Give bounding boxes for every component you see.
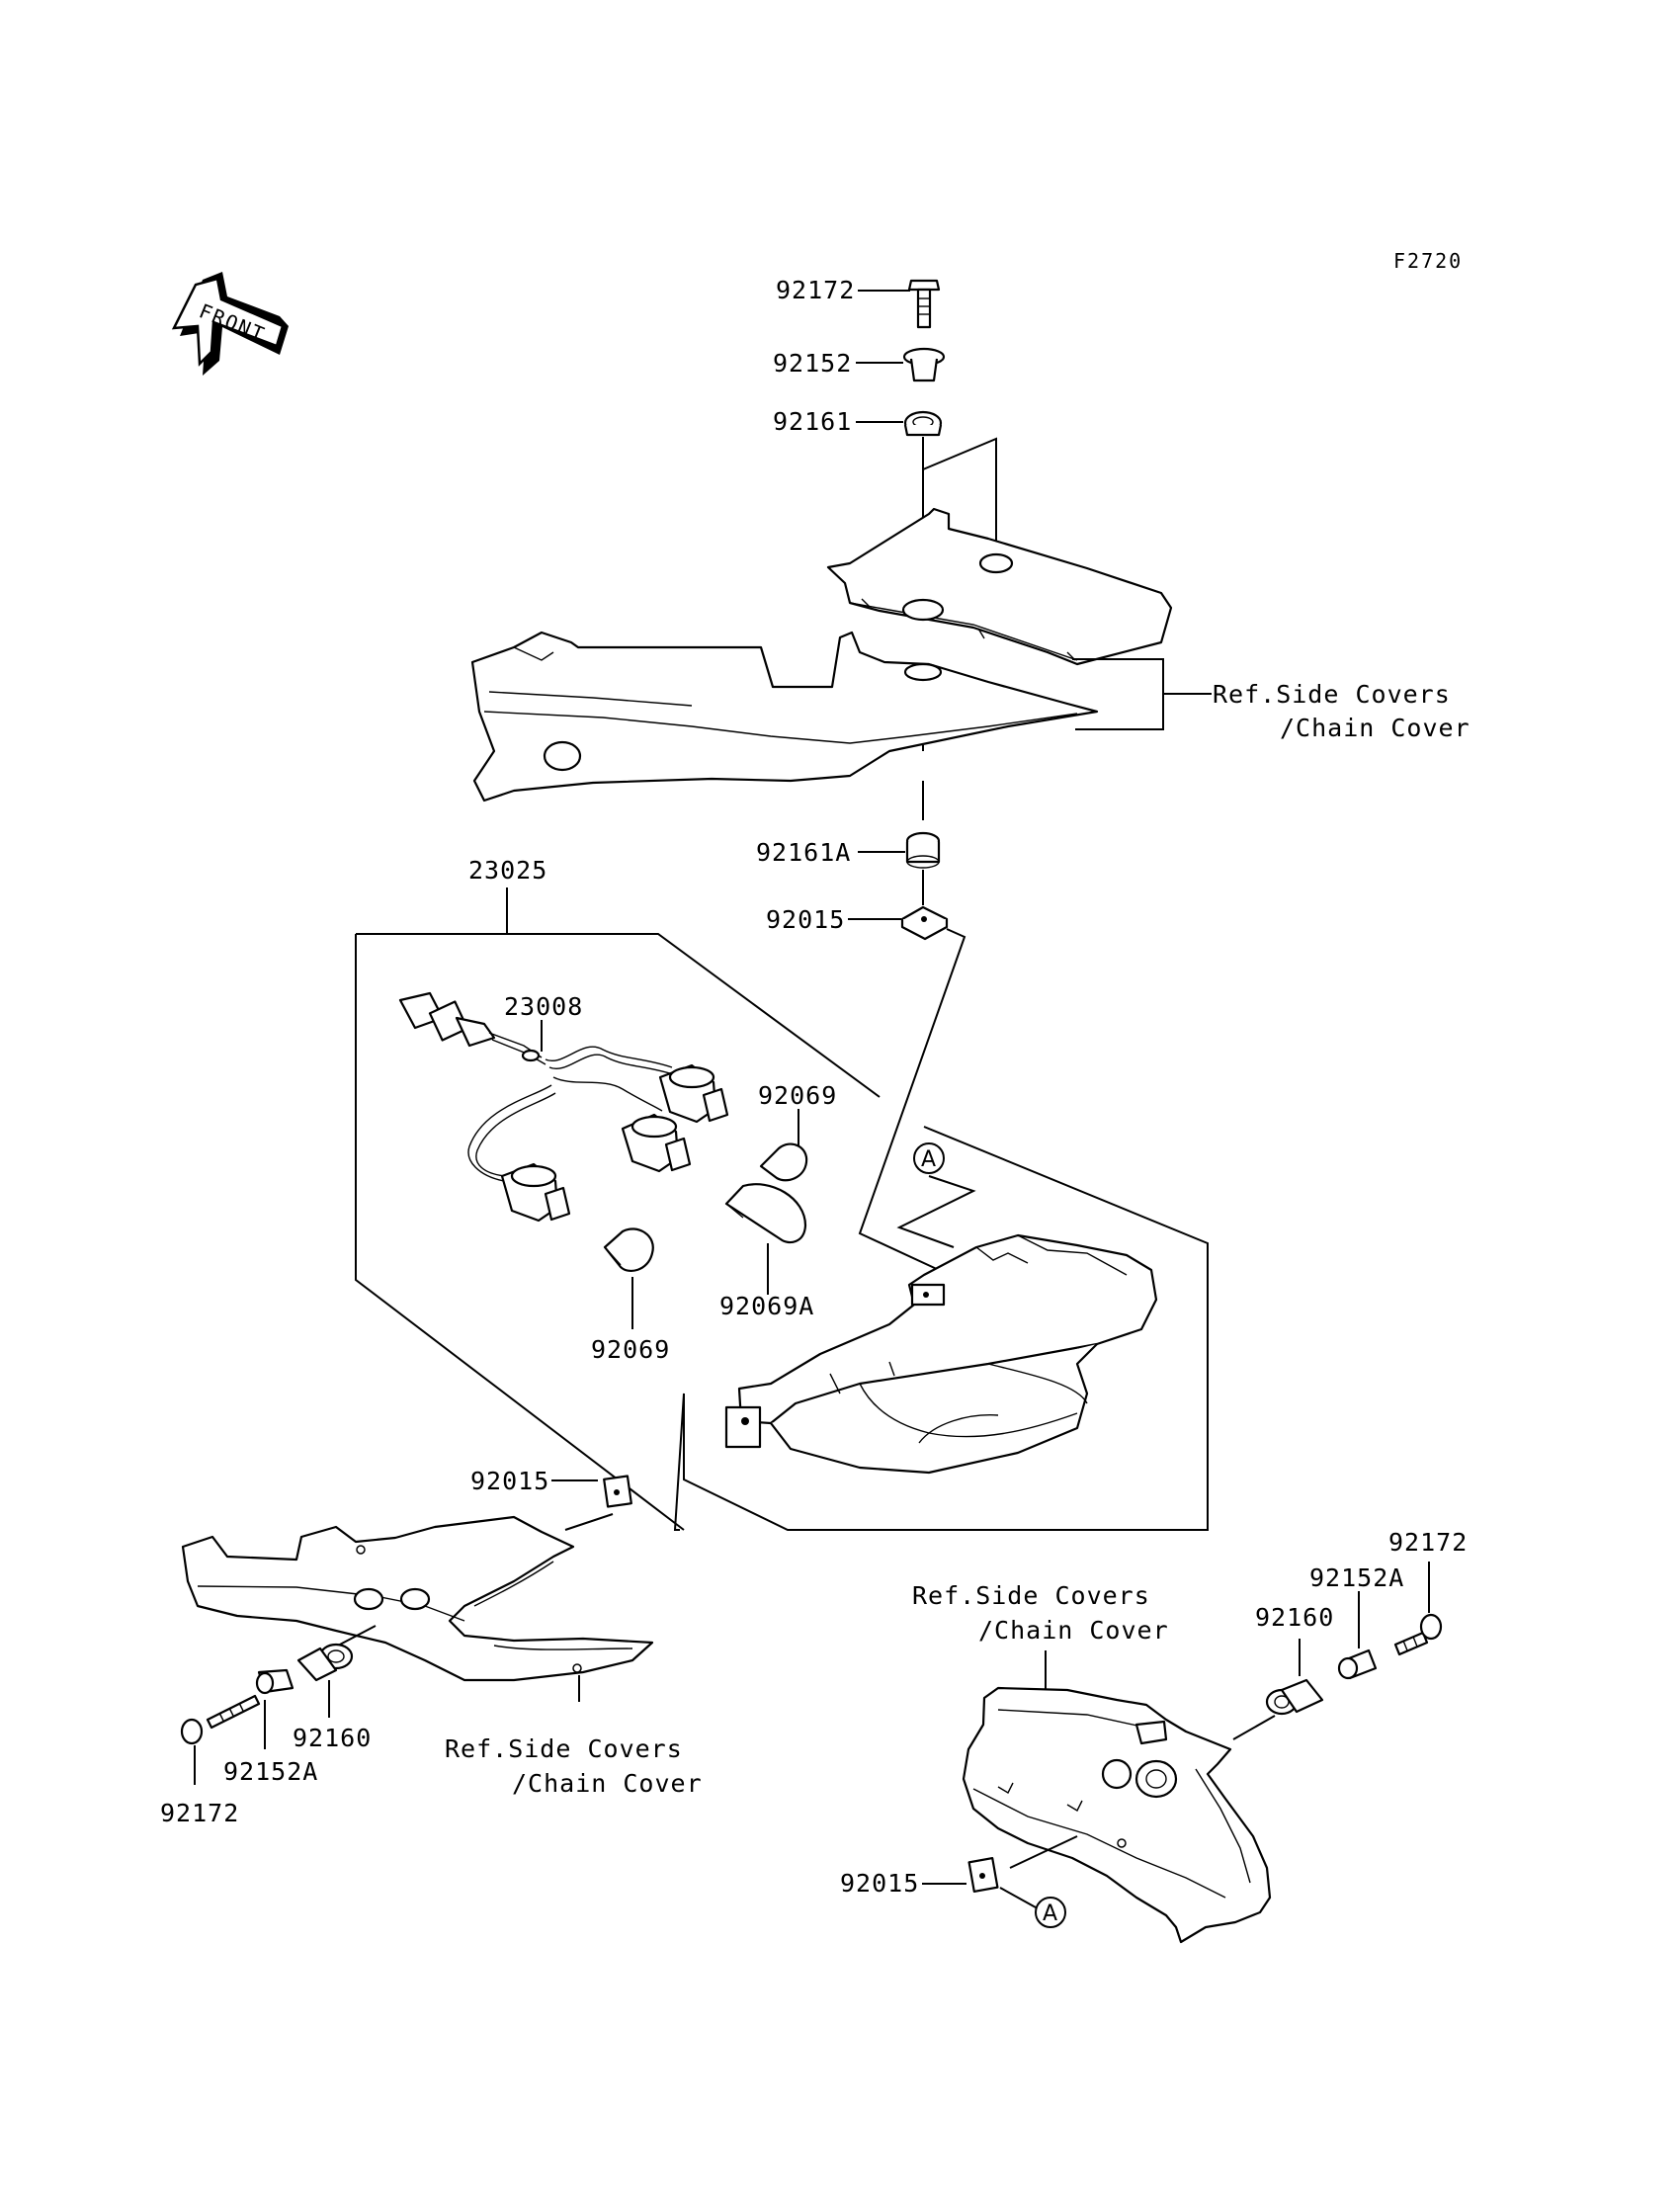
ref-left-line1: Ref.Side Covers bbox=[445, 1734, 683, 1763]
ref-left-line2: /Chain Cover bbox=[512, 1769, 703, 1798]
tail-side-cover bbox=[470, 631, 1099, 803]
screw-92172-top bbox=[907, 279, 941, 329]
label-92172-top: 92172 bbox=[776, 276, 855, 304]
bulb-92069-right bbox=[759, 1142, 808, 1182]
label-92069A: 92069A bbox=[719, 1292, 814, 1320]
label-92069-low: 92069 bbox=[591, 1335, 670, 1364]
upper-side-cover bbox=[826, 507, 1173, 666]
label-92015-top: 92015 bbox=[766, 905, 845, 934]
screw-92172-right bbox=[1393, 1613, 1443, 1656]
label-92152A-right: 92152A bbox=[1309, 1563, 1404, 1592]
grommet-92160-right bbox=[1265, 1678, 1324, 1716]
label-92160-left: 92160 bbox=[293, 1724, 372, 1752]
left-side-cover bbox=[181, 1515, 654, 1682]
ref-right-line2: /Chain Cover bbox=[978, 1616, 1169, 1645]
screw-92172-left bbox=[180, 1694, 261, 1745]
label-23008: 23008 bbox=[504, 992, 583, 1021]
front-arrow-icon: FRONT bbox=[171, 272, 289, 376]
label-92152A-left: 92152A bbox=[223, 1757, 318, 1786]
label-92161-top: 92161 bbox=[773, 407, 852, 436]
washer-92152A-left bbox=[255, 1668, 294, 1695]
grommet-92161-top bbox=[903, 410, 943, 437]
right-side-cover bbox=[962, 1686, 1272, 1944]
grommet-92161A bbox=[905, 831, 941, 869]
bulb-92069-low bbox=[603, 1227, 654, 1272]
nut-92015-mid bbox=[603, 1475, 632, 1508]
svg-text:A: A bbox=[1043, 1901, 1057, 1926]
label-92172-right: 92172 bbox=[1388, 1528, 1468, 1557]
callout-a-center: A bbox=[913, 1142, 945, 1174]
assembly-23025-outline bbox=[356, 933, 881, 1098]
washer-92152-top bbox=[902, 347, 946, 382]
label-92015-mid: 92015 bbox=[470, 1467, 549, 1495]
label-92069-right: 92069 bbox=[758, 1081, 837, 1110]
label-92152-top: 92152 bbox=[773, 349, 852, 378]
wiring-harness-23008 bbox=[398, 991, 729, 1223]
nut-92015-top bbox=[900, 905, 949, 941]
label-92015-right: 92015 bbox=[840, 1869, 919, 1898]
bulb-92069A bbox=[724, 1183, 807, 1244]
label-92172-left: 92172 bbox=[160, 1799, 239, 1827]
label-92161A: 92161A bbox=[756, 838, 851, 867]
tail-light-housing bbox=[724, 1233, 1158, 1475]
nut-92015-right bbox=[967, 1857, 999, 1893]
svg-text:A: A bbox=[921, 1147, 936, 1172]
callout-a-right: A bbox=[1035, 1897, 1066, 1928]
ref-right-line1: Ref.Side Covers bbox=[912, 1581, 1150, 1610]
ref-top-line2: /Chain Cover bbox=[1280, 714, 1470, 742]
washer-92152A-right bbox=[1337, 1648, 1378, 1680]
grommet-92160-left bbox=[296, 1643, 354, 1682]
label-23025: 23025 bbox=[468, 856, 547, 885]
figure-code: F2720 bbox=[1393, 249, 1463, 273]
label-92160-right: 92160 bbox=[1255, 1603, 1334, 1632]
ref-top-line1: Ref.Side Covers bbox=[1213, 680, 1451, 709]
